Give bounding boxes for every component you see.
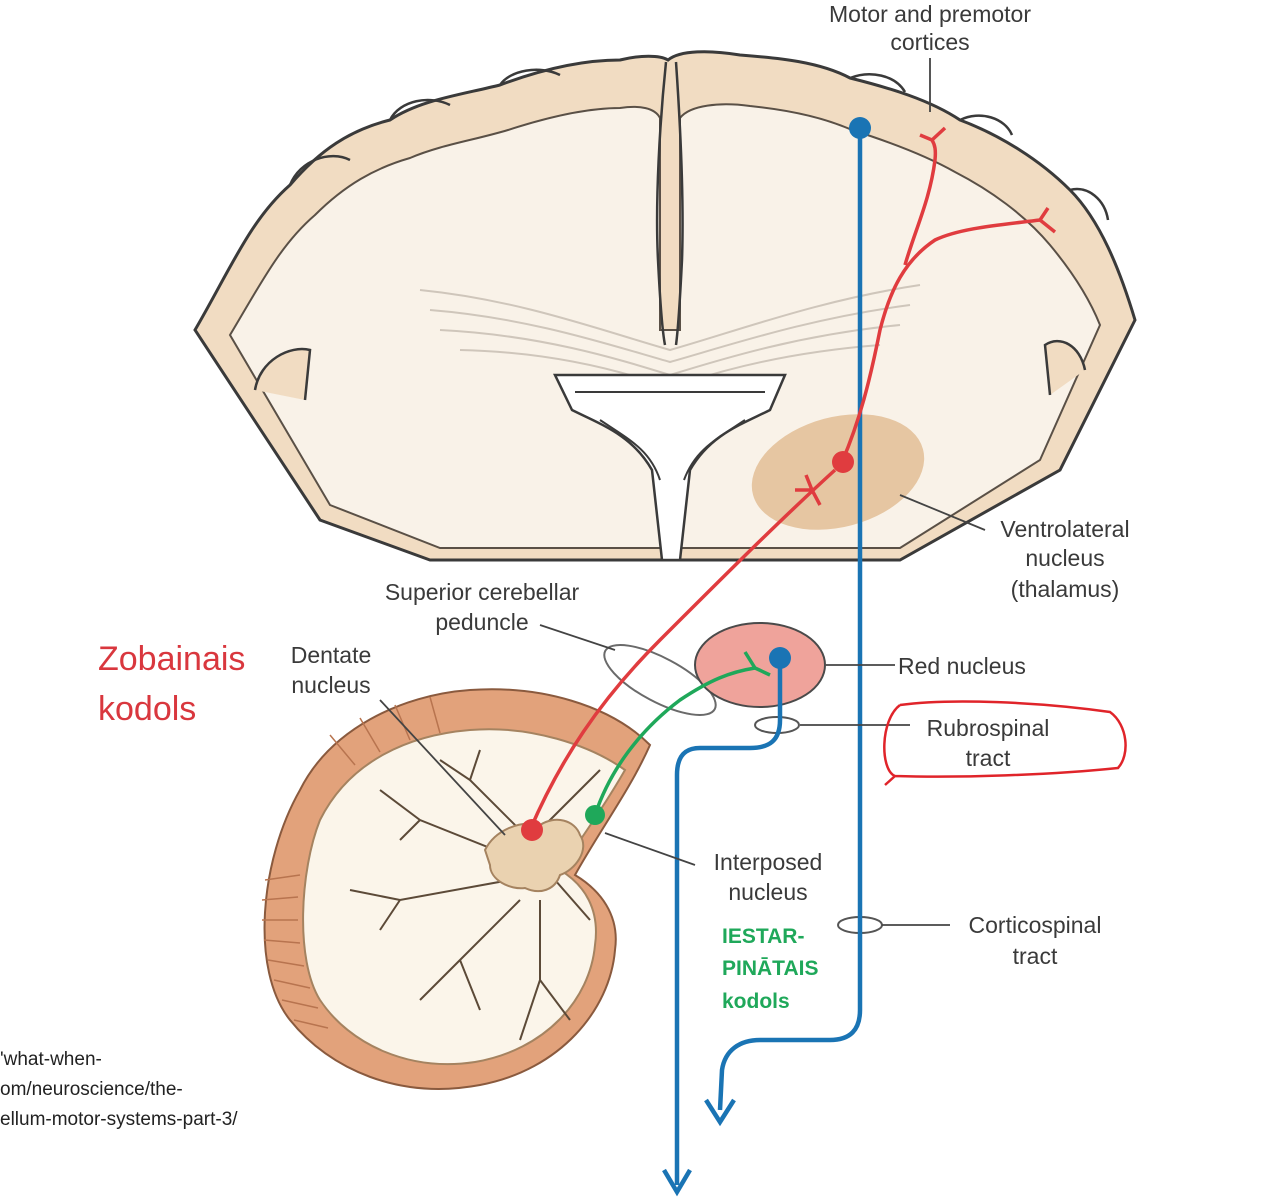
label-rubrospinal-2: tract: [966, 745, 1011, 771]
longitudinal-fissure: [655, 61, 684, 346]
source-line-2: om/neuroscience/the-: [0, 1079, 183, 1100]
source-line-1: 'what-when-: [0, 1049, 102, 1070]
sulcus-right: [1043, 339, 1087, 396]
label-red-nucleus: Red nucleus: [898, 653, 1026, 679]
cortex-neuron-blue: [849, 117, 871, 139]
label-interposed-2: nucleus: [728, 879, 807, 905]
label-dentate-2: nucleus: [291, 672, 370, 698]
label-corticospinal-1: Corticospinal: [969, 912, 1102, 938]
label-dentate-1: Dentate: [291, 642, 372, 668]
label-ventrolateral-3: (thalamus): [1011, 576, 1120, 602]
corticospinal-pathway: [704, 128, 863, 1127]
gyri-outline: [288, 68, 1110, 221]
annotation-iestar-3: kodols: [722, 990, 790, 1013]
leader-lines: [379, 58, 986, 926]
red-nucleus-neuron-blue: [769, 647, 791, 669]
rubrospinal-highlight: [883, 700, 1127, 786]
red-nucleus-shape: [694, 622, 826, 708]
superior-cerebellar-peduncle-shape: [603, 644, 717, 716]
label-rubrospinal-1: Rubrospinal: [927, 715, 1050, 741]
annotation-zobainais-1: Zobainais: [98, 640, 245, 678]
cerebellum: [261, 688, 652, 1090]
ventricle-inner: [575, 391, 765, 481]
annotation-iestar-2: PINĀTAIS: [722, 957, 818, 980]
brain-section: [193, 50, 1137, 562]
interposed-pathway: [593, 651, 771, 816]
annotation-zobainais-2: kodols: [98, 690, 196, 728]
lateral-ventricles: [553, 373, 787, 562]
thalamus-neuron-red: [832, 451, 854, 473]
sulcus-left: [253, 347, 312, 401]
ventrolateral-nucleus-shape: [751, 414, 925, 530]
label-ventrolateral-2: nucleus: [1025, 545, 1104, 571]
label-motor-premotor-1: Motor and premotor: [829, 1, 1031, 27]
arbor-branches: [349, 749, 601, 1041]
label-superior-peduncle-1: Superior cerebellar: [385, 579, 580, 605]
arbor-vitae: [302, 728, 627, 1066]
interposed-neuron-green: [585, 805, 605, 825]
label-corticospinal-2: tract: [1013, 943, 1058, 969]
label-superior-peduncle-2: peduncle: [435, 609, 528, 635]
annotation-iestar-1: IESTAR-: [722, 925, 804, 948]
dentatothalamic-pathway: [528, 126, 1057, 831]
dentate-neuron-red: [521, 819, 543, 841]
cerebellum-folia: [261, 696, 441, 1029]
rubrospinal-pathway: [662, 660, 783, 1197]
label-ventrolateral-1: Ventrolateral: [1000, 516, 1129, 542]
source-line-3: ellum-motor-systems-part-3/: [0, 1109, 238, 1130]
label-motor-premotor-2: cortices: [890, 29, 969, 55]
label-interposed-1: Interposed: [714, 849, 823, 875]
